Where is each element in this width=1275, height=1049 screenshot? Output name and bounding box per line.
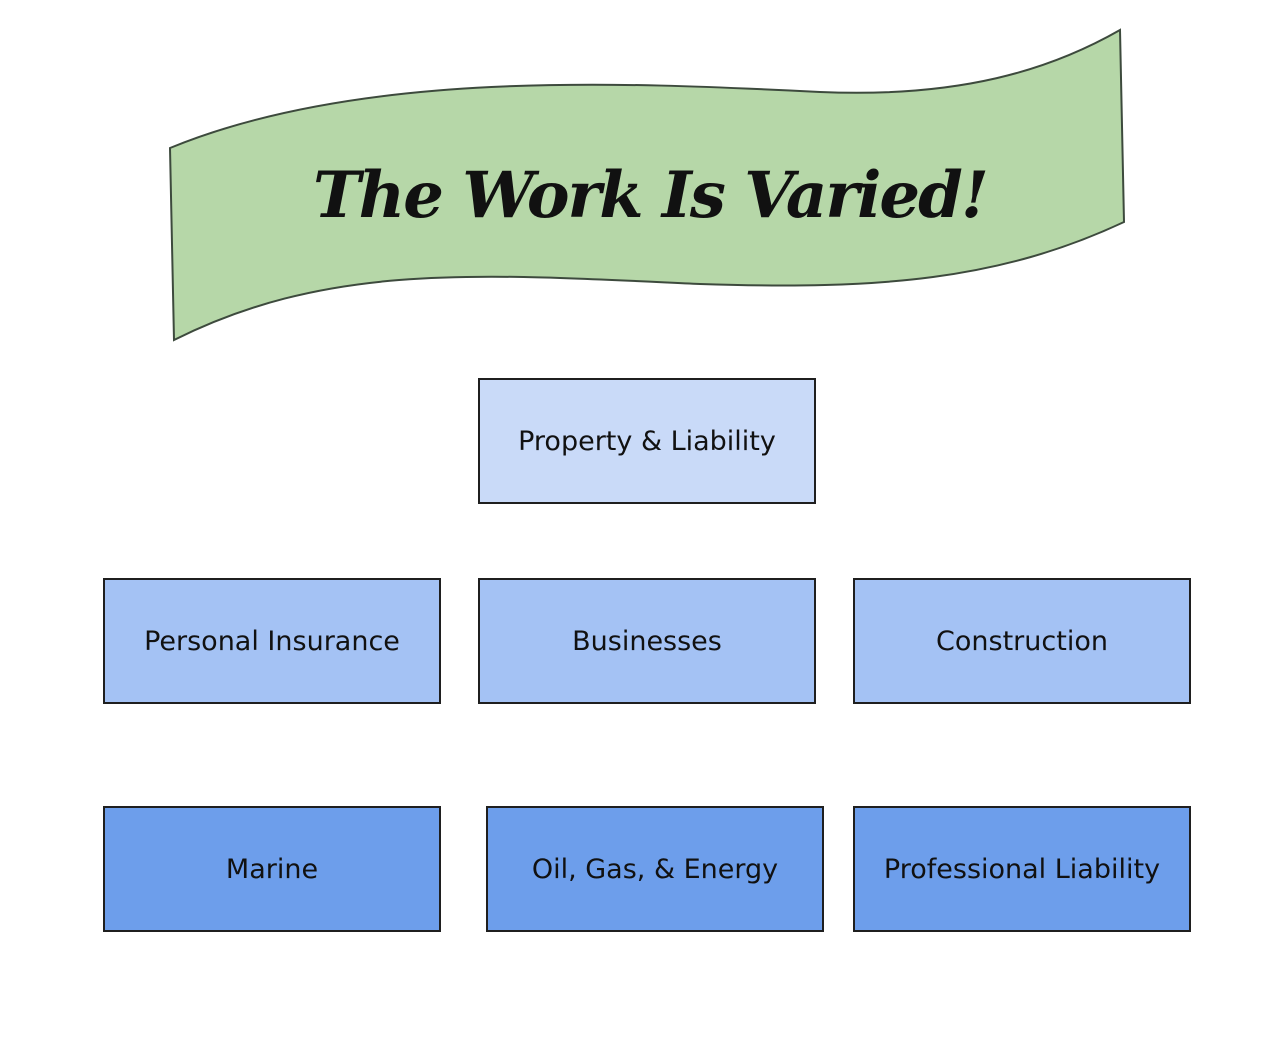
banner-title: The Work Is Varied!	[313, 157, 989, 233]
category-box-personal-insurance: Personal Insurance	[103, 578, 441, 704]
category-box-businesses: Businesses	[478, 578, 816, 704]
category-box-professional-liability: Professional Liability	[853, 806, 1191, 932]
category-box-marine: Marine	[103, 806, 441, 932]
category-box-construction: Construction	[853, 578, 1191, 704]
banner-ribbon-shape	[168, 28, 1126, 342]
title-banner	[168, 28, 1126, 342]
category-box-oil-gas-energy: Oil, Gas, & Energy	[486, 806, 824, 932]
category-box-property-liability: Property & Liability	[478, 378, 816, 504]
